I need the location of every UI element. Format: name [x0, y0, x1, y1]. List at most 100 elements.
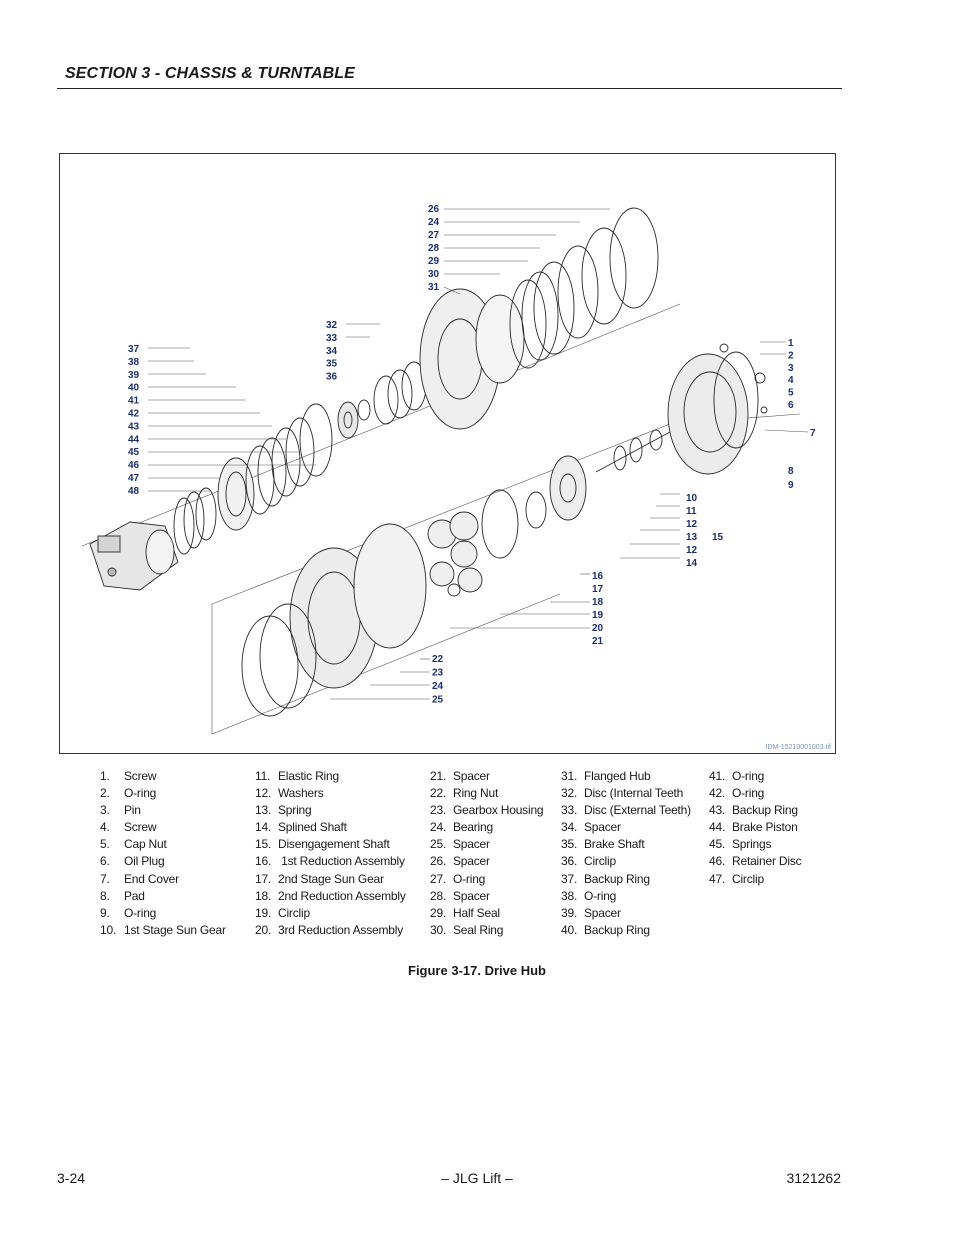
part-number: 4.: [100, 820, 110, 835]
callout-number: 37: [128, 344, 140, 355]
guide-line: [81, 303, 681, 547]
header-rule: [57, 88, 842, 89]
part-name: Splined Shaft: [278, 820, 347, 835]
part-name: Bearing: [453, 820, 493, 835]
parts-list-item: 4.Screw: [100, 819, 226, 836]
callout-number: 28: [428, 243, 440, 254]
part-number: 37.: [561, 871, 578, 886]
part-number: 46.: [709, 854, 726, 869]
callout-number: 26: [428, 204, 440, 215]
callout-number: 38: [128, 357, 140, 368]
part-name: Flanged Hub: [584, 769, 651, 783]
part-name: Disengagement Shaft: [278, 837, 390, 852]
callout-number: 42: [128, 409, 140, 420]
part-name: Spring: [278, 803, 312, 818]
part-number: 40.: [561, 922, 578, 937]
part-number: 17.: [255, 871, 272, 886]
callout-number: 45: [128, 447, 140, 458]
part-number: 23.: [430, 803, 447, 818]
hydraulic-motor-part: [89, 521, 179, 591]
callout-number: 18: [592, 597, 604, 608]
part-name: 2nd Reduction Assembly: [278, 888, 406, 903]
part-name: O-ring: [732, 769, 765, 783]
part-number: 22.: [430, 786, 447, 801]
part-number: 25.: [430, 837, 447, 852]
parts-list-item: 1.Screw: [100, 768, 226, 785]
planet-gear-cluster: [427, 511, 483, 597]
parts-list-item: 42.O-ring: [709, 785, 801, 802]
figure-caption: Figure 3-17. Drive Hub: [408, 963, 546, 978]
callout-number: 46: [128, 460, 140, 471]
part-name: 1st Reduction Assembly: [278, 854, 405, 869]
callout-number: 15: [712, 532, 724, 543]
parts-list-item: 24.Bearing: [430, 819, 543, 836]
part-name: Spacer: [584, 820, 621, 835]
part-number: 31.: [561, 769, 578, 783]
callout-number: 29: [428, 256, 440, 267]
callout-number: 4: [788, 375, 794, 386]
guide-line: [211, 593, 561, 735]
part-name: 2nd Stage Sun Gear: [278, 871, 384, 886]
parts-list-item: 32.Disc (Internal Teeth: [561, 785, 691, 802]
parts-list-item: 33.Disc (External Teeth): [561, 802, 691, 819]
parts-list-item: 3.Pin: [100, 802, 226, 819]
callout-number: 5: [788, 388, 794, 399]
parts-list-item: 18.2nd Reduction Assembly: [255, 888, 406, 905]
part-name: Spacer: [453, 769, 490, 783]
part-number: 9.: [100, 905, 110, 920]
parts-list-item: 46.Retainer Disc: [709, 853, 802, 870]
part-name: Backup Ring: [584, 871, 650, 886]
callout-number: 8: [788, 466, 794, 477]
callout-number: 24: [428, 217, 440, 228]
parts-list-item: 13.Spring: [255, 802, 406, 819]
parts-list-item: 39.Spacer: [561, 905, 691, 922]
parts-list-item: 8.Pad: [100, 888, 226, 905]
parts-list-item: 31. Flanged Hub: [561, 768, 691, 785]
callout-number: 14: [686, 558, 698, 569]
callout-number: 13: [686, 532, 698, 543]
parts-list-item: 45.Springs: [709, 836, 801, 853]
parts-list-item: 16. 1st Reduction Assembly: [255, 853, 406, 870]
part-number: 8.: [100, 888, 110, 903]
part-number: 3.: [100, 803, 110, 818]
exploded-view-drawing: 3738394041424344454647483233343536262427…: [81, 204, 816, 735]
callout-number: 47: [128, 473, 140, 484]
part-number: 30.: [430, 922, 447, 937]
callout-number: 12: [686, 545, 698, 556]
brake-ring-stack: [173, 403, 333, 555]
part-name: Washers: [278, 786, 324, 801]
parts-list-item: 9. O-ring: [100, 905, 226, 922]
part-name: End Cover: [124, 871, 179, 886]
callout-number: 10: [686, 493, 698, 504]
seal-ring-stack: [509, 207, 659, 369]
part-number: 29.: [430, 905, 447, 920]
part-name: 3rd Reduction Assembly: [278, 922, 403, 937]
parts-list-item: 17. 2nd Stage Sun Gear: [255, 871, 406, 888]
callout-number: 30: [428, 269, 440, 280]
parts-list-item: 5.Cap Nut: [100, 836, 226, 853]
part-number: 42.: [709, 786, 726, 801]
part-number: 26.: [430, 854, 447, 869]
part-number: 38.: [561, 888, 578, 903]
part-number: 28.: [430, 888, 447, 903]
drawing-id-label: IDM-15210001003.tif: [765, 744, 831, 751]
parts-list-item: 14.Splined Shaft: [255, 819, 406, 836]
part-number: 5.: [100, 837, 110, 852]
part-name: Spacer: [584, 905, 621, 920]
part-name: O-ring: [124, 905, 157, 920]
callout-number: 17: [592, 584, 604, 595]
part-name: Screw: [124, 769, 157, 783]
part-name: Gearbox Housing: [453, 803, 544, 818]
part-name: Springs: [732, 837, 772, 852]
parts-list-item: 38.O-ring: [561, 888, 691, 905]
part-number: 6.: [100, 854, 110, 869]
callout-number: 33: [326, 333, 338, 344]
callout-number: 1: [788, 338, 794, 349]
callout-number: 19: [592, 610, 604, 621]
parts-list-item: 20.3rd Reduction Assembly: [255, 922, 406, 939]
part-name: Circlip: [278, 905, 310, 920]
parts-list-item: 29.Half Seal: [430, 905, 543, 922]
